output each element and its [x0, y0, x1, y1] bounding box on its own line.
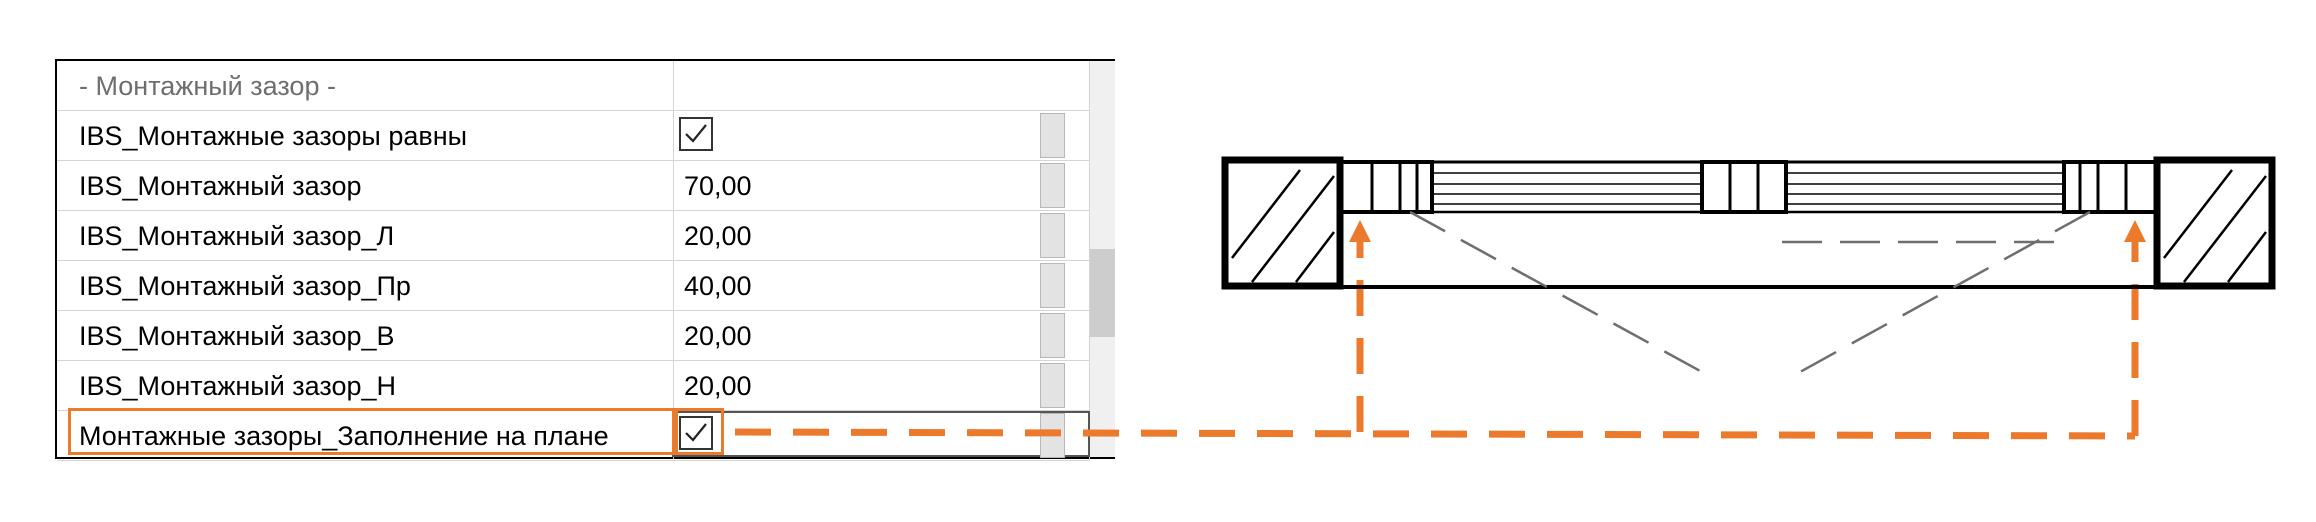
checkmark-icon	[685, 423, 707, 442]
arrow-up-icon	[1349, 220, 1371, 242]
highlight-box-checkbox	[675, 408, 724, 455]
row-action-button[interactable]	[1040, 163, 1065, 208]
group-header-value	[674, 61, 1090, 111]
connector-dashed-line	[734, 242, 2139, 440]
property-row[interactable]: IBS_Монтажный зазор_В 20,00	[57, 311, 1090, 361]
row-action-button[interactable]	[1040, 263, 1065, 308]
property-name: Монтажные зазоры_Заполнение на плане	[57, 411, 674, 461]
properties-panel: - Монтажный зазор - IBS_Монтажные зазоры…	[55, 59, 1115, 461]
row-action-button[interactable]	[1040, 213, 1065, 258]
group-header-row[interactable]: - Монтажный зазор -	[57, 61, 1090, 111]
property-name: IBS_Монтажный зазор_Л	[57, 211, 674, 261]
row-action-button[interactable]	[1040, 313, 1065, 358]
property-value-input[interactable]: 40,00	[674, 261, 1090, 311]
gaps-equal-checkbox[interactable]	[679, 117, 713, 151]
property-value-input[interactable]: 70,00	[674, 161, 1090, 211]
property-row[interactable]: IBS_Монтажные зазоры равны	[57, 111, 1090, 161]
left-wall-section	[1221, 156, 1344, 290]
property-row[interactable]: IBS_Монтажный зазор_Л 20,00	[57, 211, 1090, 261]
checkmark-icon	[685, 124, 707, 143]
opening-outline	[1340, 210, 2157, 289]
property-row[interactable]: IBS_Монтажный зазор 70,00	[57, 161, 1090, 211]
property-row-selected[interactable]: Монтажные зазоры_Заполнение на плане	[57, 411, 1090, 461]
row-action-button[interactable]	[1040, 363, 1065, 408]
scrollbar-thumb[interactable]	[1090, 249, 1115, 337]
highlight-box-name	[68, 408, 675, 455]
window-frame	[1338, 160, 2159, 214]
property-value-input[interactable]: 20,00	[674, 361, 1090, 411]
property-value	[674, 111, 1090, 161]
right-wall-section	[2153, 156, 2276, 290]
fill-on-plan-checkbox[interactable]	[679, 416, 713, 450]
property-row[interactable]: IBS_Монтажный зазор_Пр 40,00	[57, 261, 1090, 311]
group-header-label: - Монтажный зазор -	[57, 61, 674, 111]
property-value-input[interactable]: 20,00	[674, 311, 1090, 361]
swing-dashed-lines	[1409, 210, 2091, 374]
row-action-button[interactable]	[1040, 113, 1065, 158]
arrow-up-icon	[2124, 220, 2146, 242]
property-name: IBS_Монтажный зазор_В	[57, 311, 674, 361]
property-name: IBS_Монтажный зазор_Пр	[57, 261, 674, 311]
property-value-input[interactable]: 20,00	[674, 211, 1090, 261]
property-name: IBS_Монтажный зазор	[57, 161, 674, 211]
property-name: IBS_Монтажные зазоры равны	[57, 111, 674, 161]
